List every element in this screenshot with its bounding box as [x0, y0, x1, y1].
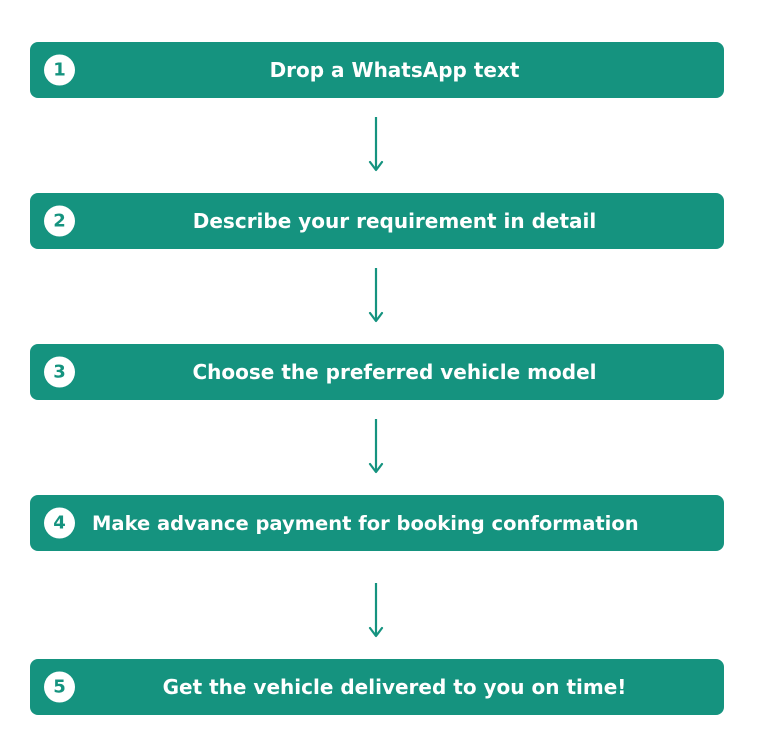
arrow-svg [368, 268, 384, 323]
down-arrow-icon [366, 117, 386, 175]
down-arrow-icon [366, 419, 386, 477]
step-2-box: 2 Describe your requirement in detail [30, 193, 724, 249]
step-3-box: 3 Choose the preferred vehicle model [30, 344, 724, 400]
step-label: Make advance payment for booking conform… [92, 511, 639, 535]
step-label: Choose the preferred vehicle model [192, 360, 597, 384]
step-number-badge: 5 [44, 671, 75, 703]
step-label: Get the vehicle delivered to you on time… [162, 675, 627, 699]
step-5-box: 5 Get the vehicle delivered to you on ti… [30, 659, 724, 715]
step-1-box: 1 Drop a WhatsApp text [30, 42, 724, 98]
step-number-badge: 4 [44, 507, 75, 539]
step-label: Drop a WhatsApp text [269, 58, 520, 82]
step-number-badge: 1 [44, 54, 75, 86]
step-label: Describe your requirement in detail [192, 209, 597, 233]
down-arrow-icon [366, 583, 386, 641]
arrow-svg [368, 117, 384, 172]
arrow-svg [368, 583, 384, 638]
down-arrow-icon [366, 268, 386, 326]
step-number-badge: 2 [44, 205, 75, 237]
step-number-badge: 3 [44, 356, 75, 388]
arrow-svg [368, 419, 384, 474]
step-4-box: 4 Make advance payment for booking confo… [30, 495, 724, 551]
